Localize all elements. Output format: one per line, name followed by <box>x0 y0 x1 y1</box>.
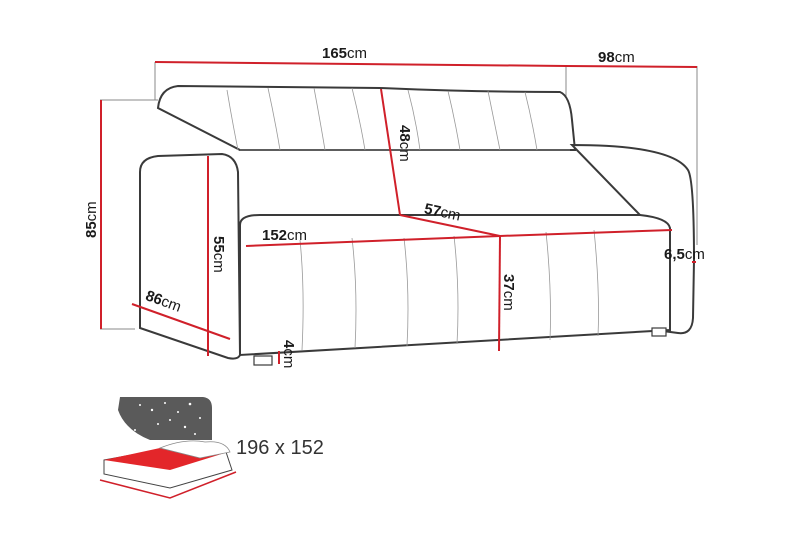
bed-night-icon <box>99 397 237 499</box>
legs <box>253 327 667 366</box>
label-armrest-height: 55cm <box>210 236 227 273</box>
label-sleeping-area: 196 x 152 <box>236 437 324 459</box>
label-backrest-height: 48cm <box>396 125 413 162</box>
tufting-lines <box>226 87 599 351</box>
label-seat-width: 152cm <box>262 227 308 244</box>
sofa-outline <box>139 84 696 360</box>
label-leg-height: 4cm <box>280 340 297 369</box>
dimension-lines <box>100 61 698 364</box>
label-total-depth: 98cm <box>598 49 635 66</box>
label-total-width: 165cm <box>322 45 368 62</box>
label-cushion-thickness: 6,5cm <box>664 246 705 263</box>
label-total-height: 85cm <box>83 201 100 238</box>
label-seat-height: 37cm <box>500 274 517 311</box>
